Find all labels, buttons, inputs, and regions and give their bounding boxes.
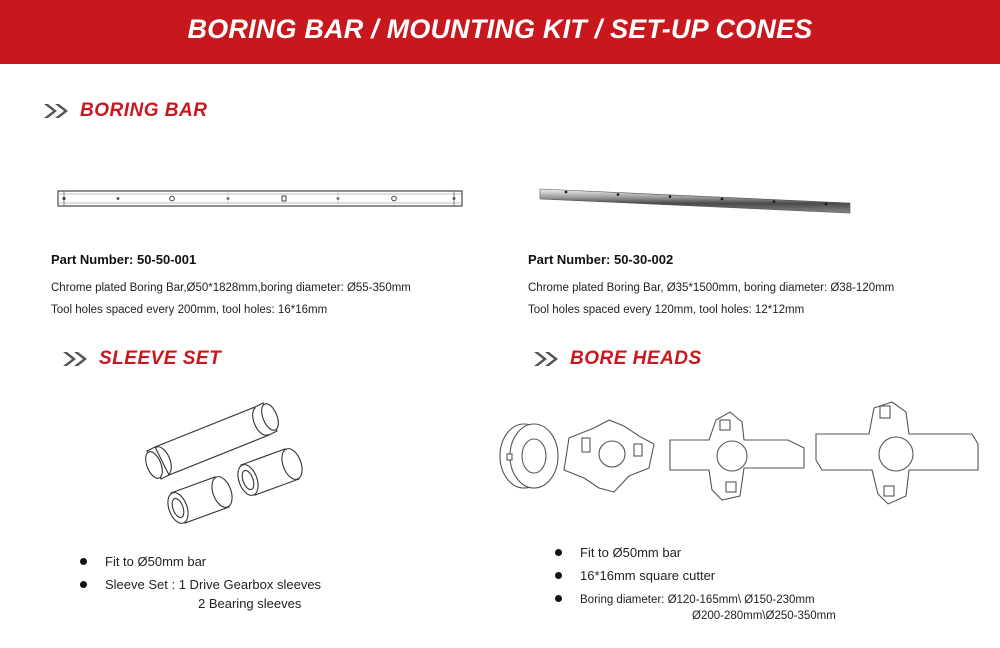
bullet-text: 16*16mm square cutter (580, 568, 716, 583)
bar-2-tool-holes: Tool holes spaced every 120mm, tool hole… (528, 304, 805, 316)
bore-heads-image (499, 401, 979, 505)
bullet-icon (555, 572, 562, 579)
boring-bar-image-1 (57, 190, 463, 207)
bar-2-description: Chrome plated Boring Bar, Ø35*1500mm, bo… (528, 282, 895, 294)
list-item: Fit to Ø50mm bar (553, 541, 815, 564)
section-heading-label: BORING BAR (80, 100, 208, 121)
bar-1-description: Chrome plated Boring Bar,Ø50*1828mm,bori… (51, 282, 411, 294)
bullet-icon (555, 595, 562, 602)
page-title: BORING BAR / MOUNTING KIT / SET-UP CONES (187, 14, 813, 44)
section-heading-bore-heads: BORE HEADS (532, 348, 702, 370)
bullet-continuation: 2 Bearing sleeves (198, 596, 302, 611)
sleeve-set-bullet-list: Fit to Ø50mm bar Sleeve Set : 1 Drive Ge… (78, 550, 321, 596)
section-heading-label: SLEEVE SET (99, 348, 222, 369)
part-number-1: Part Number: 50-50-001 (51, 252, 197, 267)
bullet-continuation: Ø200-280mm\Ø250-350mm (692, 610, 836, 622)
section-heading-label: BORE HEADS (570, 348, 702, 369)
bullet-icon (80, 581, 87, 588)
header-banner: BORING BAR / MOUNTING KIT / SET-UP CONES (0, 0, 1000, 64)
bullet-text: Fit to Ø50mm bar (580, 545, 682, 560)
double-chevron-icon (44, 104, 68, 118)
double-chevron-icon (63, 352, 87, 366)
boring-bar-image-2 (539, 188, 851, 214)
sleeve-set-image (145, 402, 303, 524)
bullet-text: Sleeve Set : 1 Drive Gearbox sleeves (105, 577, 322, 592)
list-item: 16*16mm square cutter (553, 564, 815, 587)
section-heading-sleeve-set: SLEEVE SET (61, 348, 221, 370)
list-item: Boring diameter: Ø120-165mm\ Ø150-230mm (553, 587, 815, 610)
double-chevron-icon (534, 352, 558, 366)
bullet-icon (555, 549, 562, 556)
bar-1-tool-holes: Tool holes spaced every 200mm, tool hole… (51, 304, 328, 316)
list-item: Fit to Ø50mm bar (78, 550, 321, 573)
bore-heads-bullet-list: Fit to Ø50mm bar 16*16mm square cutter B… (553, 541, 815, 610)
bullet-text: Fit to Ø50mm bar (105, 554, 207, 569)
bullet-icon (80, 558, 87, 565)
part-number-2: Part Number: 50-30-002 (528, 252, 674, 267)
section-heading-boring-bar: BORING BAR (42, 100, 207, 122)
list-item: Sleeve Set : 1 Drive Gearbox sleeves (78, 573, 321, 596)
bullet-text: Boring diameter: Ø120-165mm\ Ø150-230mm (580, 594, 815, 606)
